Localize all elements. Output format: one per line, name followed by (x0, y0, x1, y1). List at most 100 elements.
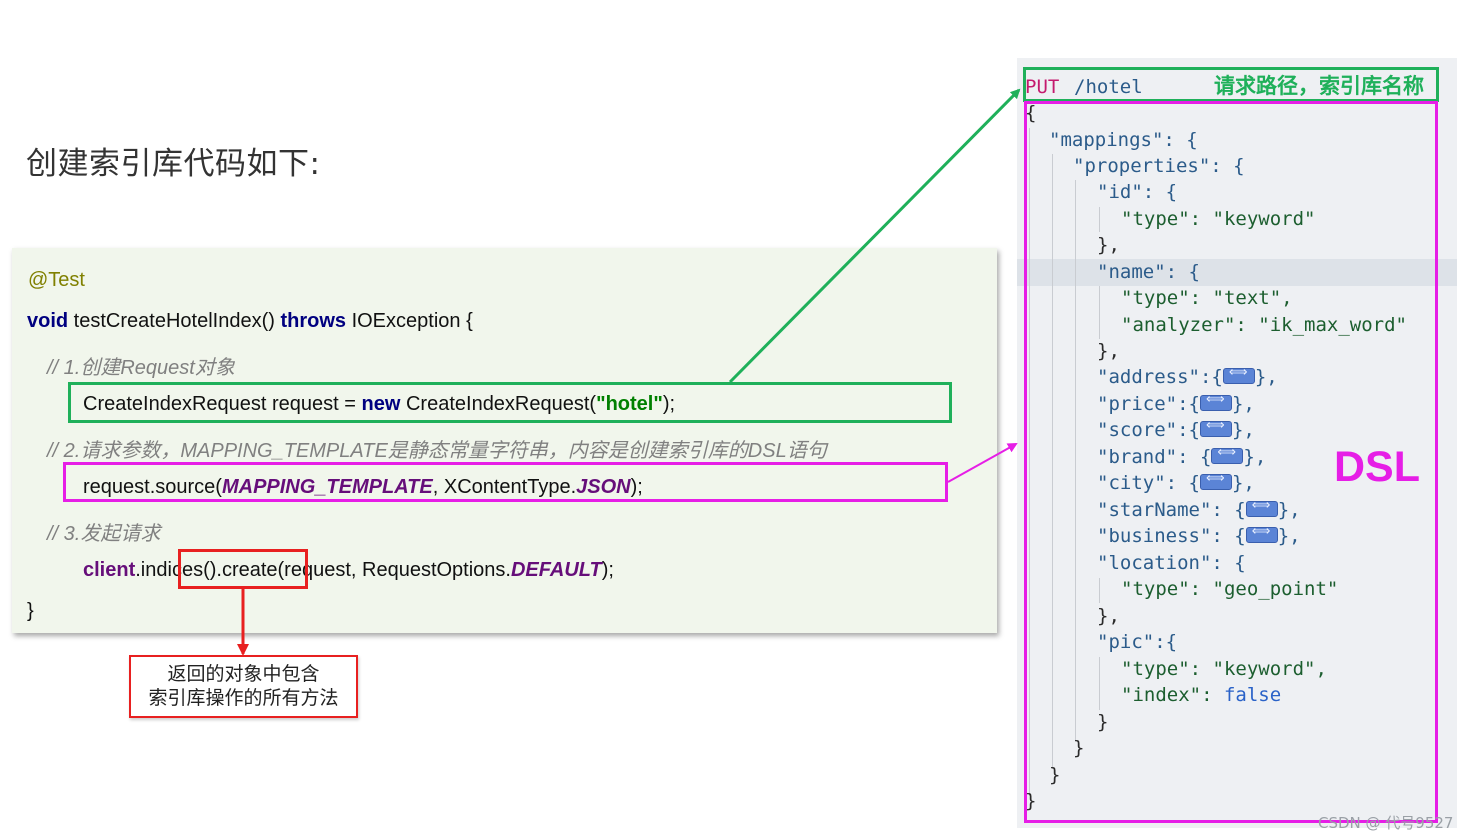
request-path-label: 请求路径，索引库名称 (1214, 74, 1424, 98)
code-line1-prefix: CreateIndexRequest request = (83, 393, 362, 415)
code-line-create-request: CreateIndexRequest request = new CreateI… (83, 393, 675, 416)
dsl-line: "mappings": { (1049, 129, 1198, 151)
code-line2-prefix: request.source( (83, 476, 222, 498)
dsl-path: /hotel (1074, 76, 1143, 98)
arrow-green (728, 88, 1021, 384)
expand-icon[interactable] (1211, 445, 1244, 464)
callout-line-1: 返回的对象中包含 (167, 663, 320, 685)
code-field-client: client (83, 559, 136, 581)
dsl-line: } (1073, 737, 1085, 759)
dsl-bool-value: false (1223, 684, 1282, 706)
code-closing-brace: } (27, 600, 34, 622)
dsl-line: "analyzer": "ik_max_word" (1121, 314, 1407, 336)
dsl-collapsed-end: }, (1254, 366, 1278, 388)
indent-guide (1099, 657, 1100, 710)
code-comment-2: // 2.请求参数，MAPPING_TEMPLATE是静态常量字符串，内容是创建… (47, 440, 827, 462)
dsl-key-text: "address":{ (1097, 366, 1223, 388)
code-method-signature: void testCreateHotelIndex() throws IOExc… (27, 310, 473, 333)
indent-guide (1099, 207, 1100, 232)
dsl-collapsed-end: }, (1277, 525, 1301, 547)
dsl-line: }, (1097, 605, 1120, 627)
dsl-collapsed-end: }, (1231, 393, 1255, 415)
dsl-line: } (1049, 764, 1061, 786)
callout-line-2: 索引库操作的所有方法 (148, 687, 339, 709)
indent-guide (1075, 180, 1076, 740)
dsl-key-text: "business": { (1097, 525, 1246, 547)
dsl-line: } (1025, 790, 1037, 812)
code-keyword-void: void (27, 310, 69, 332)
arrow-magenta (947, 443, 1018, 483)
code-method-name: testCreateHotelIndex() (68, 310, 281, 332)
dsl-line: "type": "text", (1121, 287, 1293, 309)
dsl-line: "type": "keyword" (1121, 208, 1316, 230)
expand-icon[interactable] (1245, 524, 1278, 543)
dsl-key-text: "city": { (1097, 472, 1200, 494)
dsl-key-text: "score":{ (1097, 419, 1200, 441)
code-line1-suffix: ); (662, 393, 676, 415)
indent-guide (1099, 286, 1100, 339)
dsl-label: DSL (1334, 443, 1420, 491)
code-constant-json: JSON (576, 476, 631, 498)
code-line-client-create: client.indices().create(request, Request… (83, 559, 614, 582)
dsl-collapsed-address[interactable]: "address":{}, (1097, 365, 1278, 389)
code-string-hotel: "hotel" (596, 393, 663, 415)
code-line1-middle: CreateIndexRequest( (400, 393, 597, 415)
dsl-collapsed-brand[interactable]: "brand": {}, (1097, 445, 1267, 469)
dsl-line: }, (1097, 340, 1120, 362)
highlight-box-dsl-body (1024, 101, 1438, 823)
dsl-collapsed-end: }, (1231, 419, 1255, 441)
dsl-collapsed-starname[interactable]: "starName": {}, (1097, 498, 1301, 522)
page-title: 创建索引库代码如下: (26, 146, 321, 182)
dsl-collapsed-end: }, (1243, 446, 1267, 468)
dsl-line: "name": { (1097, 261, 1200, 283)
code-line2-suffix: ); (630, 476, 643, 498)
code-comment-1: // 1.创建Request对象 (47, 357, 235, 379)
highlight-box-indices (178, 549, 308, 589)
dsl-line: "type": "keyword", (1121, 658, 1327, 680)
dsl-panel (1017, 58, 1457, 828)
dsl-line: "type": "geo_point" (1121, 578, 1339, 600)
dsl-key-text: "index": (1121, 684, 1224, 706)
code-line2-middle: , XContentType. (432, 476, 577, 498)
expand-icon[interactable] (1199, 392, 1232, 411)
dsl-line: "properties": { (1073, 155, 1245, 177)
code-constant-default: DEFAULT (510, 559, 602, 581)
dsl-line-index: "index": false (1121, 684, 1281, 706)
dsl-line: "pic":{ (1097, 631, 1178, 653)
dsl-key-text: "starName": { (1097, 499, 1246, 521)
indent-guide (1052, 154, 1053, 769)
dsl-highlighted-row (1017, 259, 1457, 286)
dsl-line: "location": { (1097, 552, 1246, 574)
code-line3-middle: .indices().create(request, RequestOption… (135, 559, 511, 581)
code-keyword-throws: throws (280, 310, 347, 332)
dsl-collapsed-business[interactable]: "business": {}, (1097, 524, 1301, 548)
highlight-box-create-request (68, 382, 952, 423)
java-code-block (12, 248, 997, 633)
code-annotation: @Test (28, 269, 85, 291)
expand-icon[interactable] (1222, 365, 1255, 384)
watermark: CSDN @ 代号9527 (1318, 814, 1454, 832)
indent-guide (1029, 128, 1030, 796)
code-line-request-source: request.source(MAPPING_TEMPLATE, XConten… (83, 476, 643, 499)
code-comment-3: // 3.发起请求 (47, 523, 161, 545)
dsl-http-method: PUT (1025, 76, 1060, 98)
dsl-collapsed-price[interactable]: "price":{}, (1097, 392, 1255, 416)
dsl-line: "id": { (1097, 181, 1178, 203)
dsl-key-text: "price":{ (1097, 393, 1200, 415)
code-exception: IOException { (346, 310, 473, 332)
expand-icon[interactable] (1199, 418, 1232, 437)
dsl-line: }, (1097, 234, 1120, 256)
code-keyword-new: new (361, 393, 401, 415)
indent-guide (1099, 578, 1100, 603)
highlight-box-request-path (1023, 67, 1439, 102)
expand-icon[interactable] (1199, 471, 1232, 490)
dsl-collapsed-end: }, (1231, 472, 1255, 494)
expand-icon[interactable] (1245, 498, 1278, 517)
code-line3-suffix: ); (601, 559, 614, 581)
dsl-key-text: "brand": { (1097, 446, 1212, 468)
dsl-collapsed-score[interactable]: "score":{}, (1097, 418, 1255, 442)
dsl-collapsed-city[interactable]: "city": {}, (1097, 471, 1255, 495)
dsl-line: { (1025, 102, 1037, 124)
highlight-box-request-source (63, 462, 948, 502)
